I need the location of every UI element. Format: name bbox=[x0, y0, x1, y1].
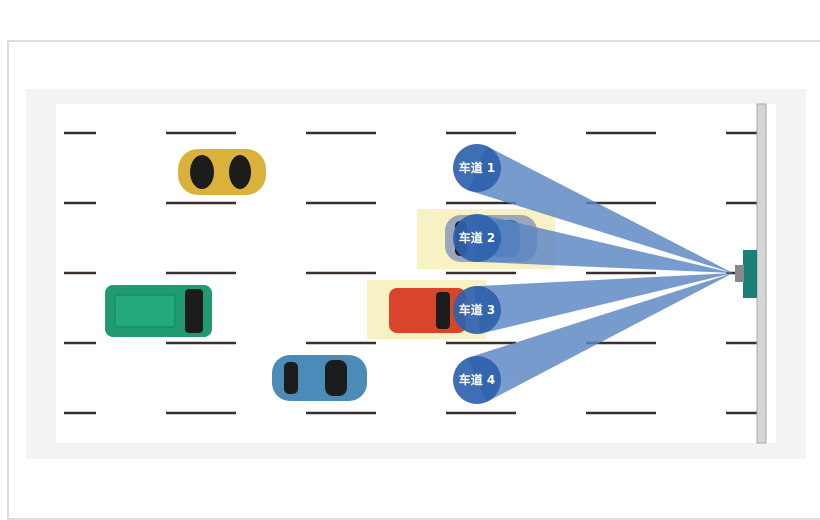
lane-label: 车道 1 bbox=[459, 160, 496, 175]
lane-badge-4: 车道 4 bbox=[453, 356, 501, 404]
lane-label: 车道 3 bbox=[459, 302, 496, 317]
lane-badge-3: 车道 3 bbox=[453, 286, 501, 334]
lane-badge-circle bbox=[453, 356, 501, 404]
radar-beam-lane-2 bbox=[473, 214, 733, 273]
lane-label: 车道 2 bbox=[459, 230, 496, 245]
car-blue bbox=[272, 355, 367, 401]
lane-badge-1: 车道 1 bbox=[453, 144, 501, 192]
radar-beams bbox=[467, 145, 733, 403]
lane-badge-circle bbox=[453, 286, 501, 334]
radar-sensor bbox=[743, 250, 757, 298]
car-green-van bbox=[105, 285, 212, 337]
lane-markings bbox=[64, 131, 757, 415]
lane-badge-2: 车道 2 bbox=[453, 214, 501, 262]
lane-badge-circle bbox=[453, 214, 501, 262]
radar-beam-lane-3 bbox=[473, 273, 733, 334]
lane-badge-circle bbox=[453, 144, 501, 192]
radar-beam-lane-4 bbox=[467, 273, 733, 403]
road-diagram: 车道 1 车道 2 车道 3 车道 4 bbox=[56, 103, 776, 444]
radar-beam-lane-1 bbox=[467, 145, 733, 273]
road bbox=[56, 104, 776, 443]
sensor-mount bbox=[735, 265, 744, 282]
pole bbox=[756, 103, 767, 444]
car-yellow bbox=[178, 149, 266, 195]
lane-label: 车道 4 bbox=[459, 372, 496, 387]
car-red bbox=[389, 288, 466, 333]
